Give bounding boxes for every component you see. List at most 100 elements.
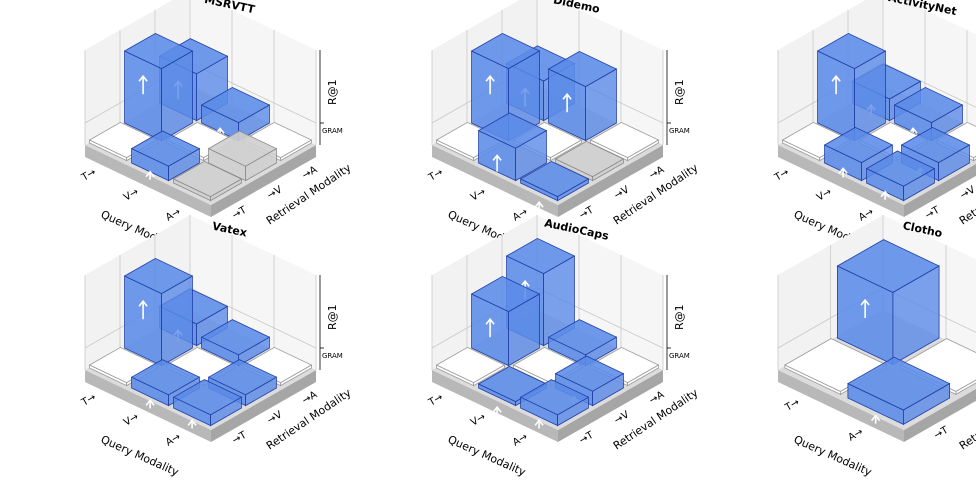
y-tick-label: →T xyxy=(231,429,250,446)
bar xyxy=(130,130,201,182)
bar-face-top xyxy=(836,239,940,293)
bar-face-top xyxy=(477,112,548,149)
bar-face-top xyxy=(172,379,243,416)
bar-face-top xyxy=(847,356,951,411)
y-tick-label: →T xyxy=(231,204,250,221)
z-tick-label: GRAM xyxy=(669,352,690,360)
x-tick-label: T→ xyxy=(79,167,98,184)
bar xyxy=(470,275,541,367)
y-tick-label: →A xyxy=(648,389,667,406)
z-axis-label: R@1 xyxy=(326,79,339,105)
floor-side-front xyxy=(85,370,211,442)
y-tick-label: →T xyxy=(578,429,597,446)
improvement-arrow-icon xyxy=(870,414,881,422)
bar-face-top xyxy=(123,32,194,70)
x-axis-label: Query Modality xyxy=(792,433,874,479)
bar-face-top xyxy=(207,130,278,167)
bar-face-top xyxy=(505,237,576,275)
bar-face-top xyxy=(519,160,590,198)
improvement-arrow-icon xyxy=(145,170,155,178)
floor-side-front xyxy=(778,370,904,442)
improvement-arrow-icon xyxy=(831,74,841,82)
back-pane-right xyxy=(190,215,316,370)
bar xyxy=(865,150,936,202)
improvement-arrow-icon xyxy=(492,405,502,413)
improvement-arrow-icon xyxy=(562,92,572,100)
x-tick-label: V→ xyxy=(469,186,488,203)
bar xyxy=(554,140,625,182)
z-axis-label: R@1 xyxy=(326,304,339,330)
improvement-arrow-icon xyxy=(860,298,870,306)
bar xyxy=(519,160,590,211)
bar-face-top xyxy=(823,126,894,164)
back-pane-right xyxy=(883,0,976,130)
bar-face-top xyxy=(470,32,541,70)
bar xyxy=(435,346,506,387)
bar-face-top xyxy=(200,86,271,124)
y-tick-label: →V xyxy=(266,184,285,201)
z-axis-label: R@1 xyxy=(673,79,686,105)
floor-side-right xyxy=(558,370,663,442)
bar-face-top xyxy=(589,121,660,159)
improvement-arrow-icon xyxy=(838,167,848,174)
bar-face-top xyxy=(470,275,541,313)
bar-face-top xyxy=(893,86,964,124)
x-tick-label: T→ xyxy=(426,392,445,409)
bar xyxy=(123,257,194,367)
y-tick-label: →T xyxy=(578,204,597,221)
bar xyxy=(547,319,618,369)
improvement-arrow-icon xyxy=(138,74,148,82)
improvement-arrow-icon xyxy=(138,299,148,307)
floor-side-front xyxy=(85,145,211,217)
improvement-arrow-icon xyxy=(534,200,544,208)
improvement-arrow-icon xyxy=(520,279,530,287)
y-tick-label: →V xyxy=(266,409,285,426)
x-tick-label: V→ xyxy=(815,186,834,203)
x-tick-label: T→ xyxy=(783,397,802,414)
x-tick-label: A→ xyxy=(511,431,530,448)
bar xyxy=(847,356,951,426)
improvement-arrow-icon xyxy=(880,190,890,198)
bar xyxy=(200,86,271,142)
bar-face-side xyxy=(955,379,976,396)
floor-side-right xyxy=(211,145,316,217)
bar-face-top xyxy=(900,126,971,164)
bar xyxy=(200,319,271,369)
bar-face-top xyxy=(519,379,590,416)
bar xyxy=(519,379,590,429)
bar-face-top xyxy=(435,346,506,384)
y-tick-label: →V xyxy=(613,184,632,201)
floor-side-front xyxy=(432,145,558,217)
y-tick-label: →A xyxy=(301,389,320,406)
bar-face-top xyxy=(130,130,201,167)
improvement-arrow-icon xyxy=(534,419,544,426)
bar xyxy=(477,112,548,182)
z-tick-label: GRAM xyxy=(669,127,690,135)
z-axis-label: R@1 xyxy=(673,304,686,330)
z-tick-label: GRAM xyxy=(322,352,343,360)
x-tick-label: V→ xyxy=(122,186,141,203)
bar xyxy=(172,160,243,202)
y-tick-label: →T xyxy=(924,204,943,221)
z-tick-label: GRAM xyxy=(322,127,343,135)
bar-face-top xyxy=(172,160,243,198)
floor-side-front xyxy=(778,145,904,217)
bar xyxy=(816,32,887,142)
improvement-arrow-icon xyxy=(187,419,197,426)
improvement-arrow-icon xyxy=(145,399,155,406)
y-tick-label: →V xyxy=(959,184,976,201)
x-tick-label: T→ xyxy=(79,392,98,409)
floor-side-right xyxy=(558,145,663,217)
y-tick-label: →A xyxy=(648,164,667,181)
x-tick-label: T→ xyxy=(426,167,445,184)
bar-face-top xyxy=(554,140,625,178)
bar-face-top xyxy=(207,359,278,396)
bar xyxy=(172,379,243,429)
bar xyxy=(207,130,278,182)
x-tick-label: A→ xyxy=(847,426,866,443)
